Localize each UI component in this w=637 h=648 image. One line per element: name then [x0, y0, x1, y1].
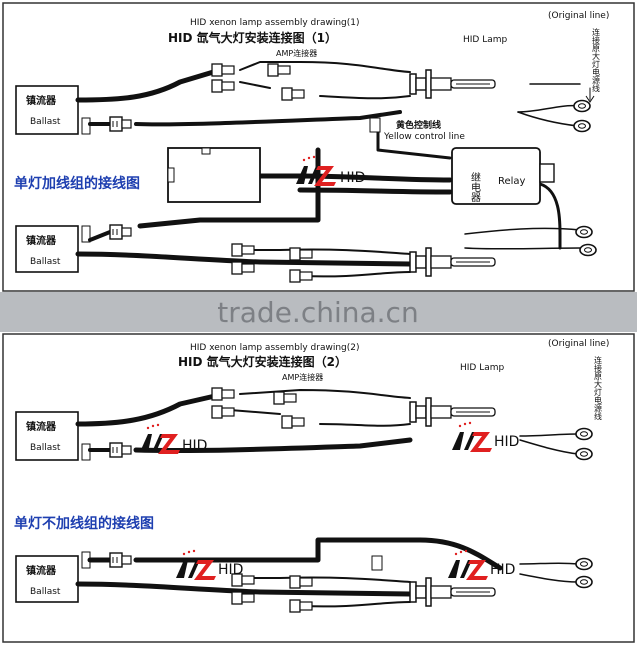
- amp-connector-icon: [289, 575, 313, 589]
- amp-connector-icon: [231, 243, 255, 257]
- ballast-box-3: [15, 411, 79, 461]
- ballast-box-1: [15, 85, 79, 135]
- amp-connector-icon: [231, 591, 255, 605]
- ring-terminal-icon: [573, 119, 591, 133]
- panel-2: HID xenon lamp assembly drawing(2) HID 氙…: [2, 333, 635, 643]
- amp-connector-icon: [289, 247, 313, 261]
- amp-connector-icon: [267, 63, 291, 77]
- ballast-1-terminal: [81, 117, 91, 135]
- amp-connector-icon: [211, 387, 235, 401]
- amp-connector-icon: [273, 391, 297, 405]
- watermark-banner: [0, 292, 637, 332]
- amp-connector-icon: [211, 63, 235, 77]
- ballast-3-label-cn: 镇流器: [26, 420, 57, 433]
- relay-box: [451, 147, 541, 205]
- panel-1: HID xenon lamp assembly drawing(1) HID 氙…: [2, 2, 635, 292]
- panel-2-title-en: HID xenon lamp assembly drawing(2): [190, 343, 359, 353]
- brand-logo-text: HID: [494, 434, 519, 450]
- panel-1-title-cn: HID 氙气大灯安装连接图（1）: [168, 30, 337, 45]
- panel-1-side-heading: 单灯加线组的接线图: [14, 175, 140, 192]
- wiring-harness-box: [167, 147, 261, 203]
- ballast-box-4: [15, 555, 79, 603]
- panel-2-side-heading: 单灯不加线组的接线图: [14, 515, 154, 532]
- yellow-line-connector: [369, 117, 381, 133]
- ballast-3-terminal: [81, 443, 91, 461]
- ring-terminal-icon: [579, 243, 597, 257]
- panel-2-original-line: (Original line): [548, 339, 609, 349]
- relay-tab: [539, 163, 555, 183]
- ballast-4-label-cn: 镇流器: [26, 564, 57, 577]
- watermark-text: trade.china.cn: [217, 296, 418, 329]
- panel-1-frame: [2, 2, 635, 292]
- arrow-down-icon: [585, 95, 595, 103]
- ballast-2-label-cn: 镇流器: [26, 234, 57, 247]
- brand-logo-text: HID: [340, 170, 365, 186]
- ballast-3-label-en: Ballast: [30, 443, 61, 453]
- yellow-line-label-en: Yellow control line: [383, 132, 465, 142]
- yellow-line-label-cn: 黄色控制线: [396, 119, 441, 131]
- ballast-1-label-cn: 镇流器: [26, 94, 57, 107]
- ring-terminal-icon: [575, 575, 593, 589]
- control-connector: [371, 555, 383, 571]
- panel-1-hid-lamp: HID Lamp: [463, 35, 508, 45]
- panel-1-original-line: (Original line): [548, 11, 609, 21]
- ring-terminal-icon: [575, 225, 593, 239]
- relay-label-en: Relay: [498, 176, 526, 187]
- brand-logo-text: HID: [218, 562, 243, 578]
- amp-connector-icon: [289, 599, 313, 613]
- panel-1-original-line-cn: 连接原大灯电源线: [592, 27, 601, 92]
- amp-connector-icon: [231, 261, 255, 275]
- ballast-2-label-en: Ballast: [30, 257, 61, 267]
- panel-2-hid-lamp: HID Lamp: [460, 363, 505, 373]
- amp-connector-icon: [211, 405, 235, 419]
- ballast-4-label-en: Ballast: [30, 587, 61, 597]
- ballast-2-terminal: [81, 225, 91, 243]
- ballast-1-label-en: Ballast: [30, 117, 61, 127]
- relay-label-cn: 继电器: [469, 171, 481, 203]
- panel-1-amp-label: AMP连接器: [276, 48, 317, 58]
- ring-terminal-icon: [575, 427, 593, 441]
- panel-2-original-line-cn: 连接原大灯电源线: [594, 355, 603, 420]
- panel-2-amp-label: AMP连接器: [282, 372, 323, 382]
- amp-connector-icon: [281, 415, 305, 429]
- amp-connector-icon: [281, 87, 305, 101]
- ring-terminal-icon: [573, 99, 591, 113]
- brand-logo-text: HID: [182, 438, 207, 454]
- amp-connector-icon: [211, 79, 235, 93]
- amp-connector-icon: [289, 269, 313, 283]
- brand-logo-text: HID: [490, 562, 515, 578]
- ring-terminal-icon: [575, 447, 593, 461]
- panel-1-title-en: HID xenon lamp assembly drawing(1): [190, 18, 359, 28]
- panel-2-title-cn: HID 氙气大灯安装连接图（2）: [178, 354, 347, 369]
- ring-terminal-icon: [575, 557, 593, 571]
- ballast-box-2: [15, 225, 79, 273]
